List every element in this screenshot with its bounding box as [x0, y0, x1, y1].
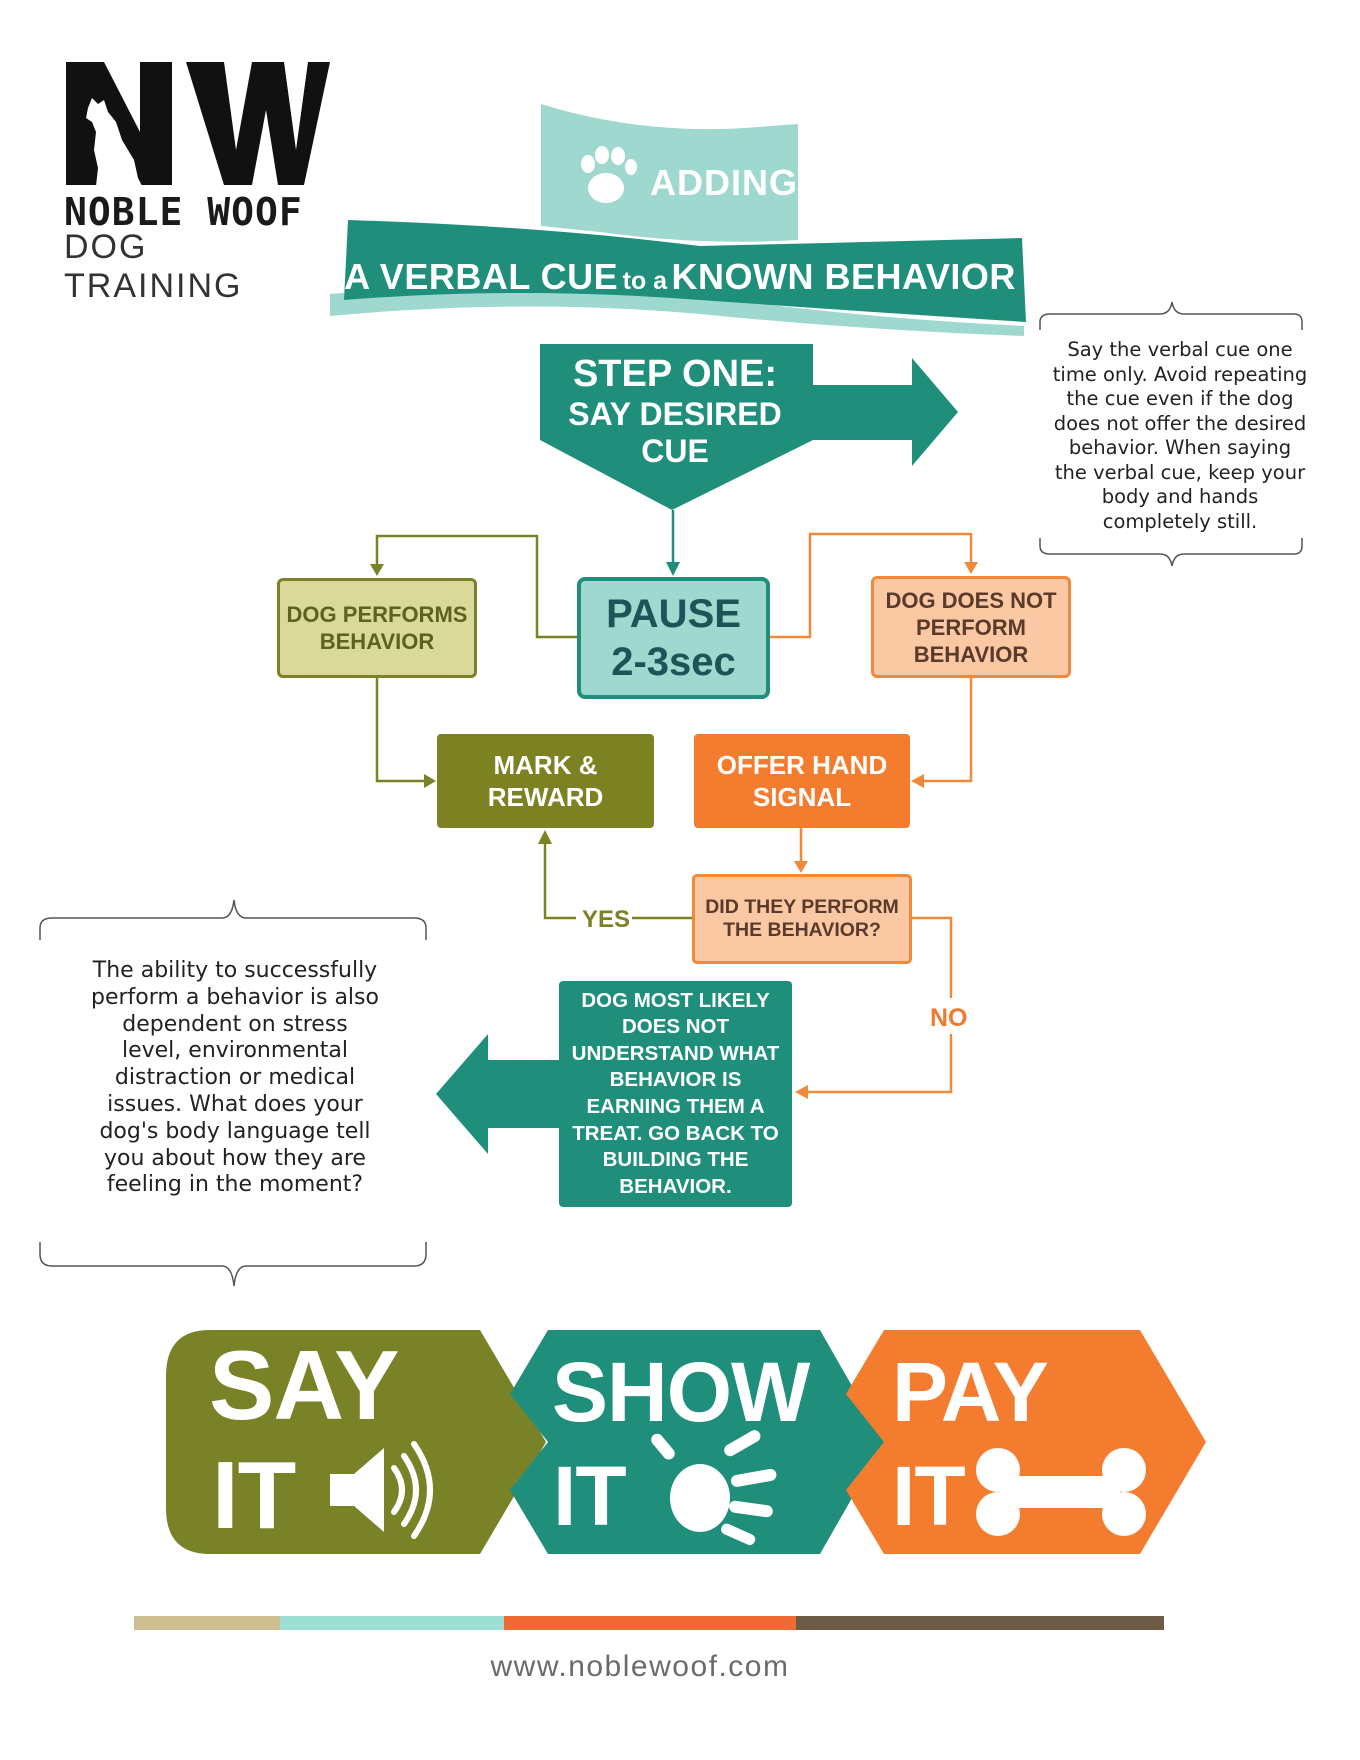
show-word: SHOW: [552, 1345, 810, 1439]
speaker-icon: [330, 1441, 433, 1539]
logo-name: NOBLE WOOF: [64, 190, 303, 234]
note-right: Say the verbal cue one time only. Avoid …: [1052, 338, 1308, 533]
box-dog-not: DOG DOES NOT PERFORM BEHAVIOR: [871, 576, 1071, 678]
show-chevron: [510, 1330, 884, 1554]
box-dog-performs: DOG PERFORMS BEHAVIOR: [277, 578, 477, 678]
banner-title-part1: A VERBAL CUE: [344, 256, 619, 297]
banner-tag: ADDING: [650, 162, 798, 203]
box-did-they: DID THEY PERFORM THE BEHAVIOR?: [692, 874, 912, 964]
step-one-label: STEP ONE: SAY DESIRED CUE: [540, 352, 810, 470]
box-mark-reward-label: MARK & REWARD: [487, 750, 604, 812]
banner-title-part2: to a: [622, 267, 668, 295]
pause-line2: 2-3sec: [611, 640, 736, 684]
pay-it-word: IT: [892, 1449, 966, 1543]
banner-underlay: [330, 285, 1024, 336]
logo-subtitle: DOG TRAINING: [64, 228, 243, 305]
banner-title-part3: KNOWN BEHAVIOR: [671, 256, 1016, 297]
box-offer-hand: OFFER HAND SIGNAL: [694, 734, 910, 828]
box-dog-performs-label: DOG PERFORMS BEHAVIOR: [286, 602, 468, 654]
connector-yes: [538, 830, 692, 920]
step-one-line1: SAY DESIRED: [568, 396, 782, 432]
say-chevron: [166, 1330, 546, 1554]
note-right-brace-top: [1039, 301, 1303, 330]
step-one-arrow-shape: [540, 344, 813, 510]
connector-not-offer: [911, 678, 973, 788]
box-likely: DOG MOST LIKELY DOES NOT UNDERSTAND WHAT…: [559, 981, 792, 1207]
connector-step-pause: [666, 510, 680, 576]
pay-word: PAY: [892, 1345, 1049, 1439]
step-one-right-arrow: [812, 358, 958, 466]
box-offer-hand-label: OFFER HAND SIGNAL: [716, 750, 888, 812]
show-it-word: IT: [553, 1449, 627, 1543]
connector-pause-performs: [370, 534, 577, 639]
hand-icon: [651, 1430, 777, 1546]
say-word: SAY: [209, 1330, 400, 1440]
box-mark-reward: MARK & REWARD: [437, 734, 654, 828]
box-did-they-label: DID THEY PERFORM THE BEHAVIOR?: [705, 895, 899, 942]
box-dog-not-label: DOG DOES NOT PERFORM BEHAVIOR: [885, 587, 1057, 667]
note-left: The ability to successfully perform a be…: [91, 958, 379, 1198]
back-arrow-shape: [436, 1034, 559, 1154]
connector-no: [795, 916, 953, 1099]
step-one-title: STEP ONE:: [572, 353, 778, 395]
paw-icon: [581, 146, 637, 203]
say-it-word: IT: [212, 1442, 296, 1549]
banner-flag: [541, 104, 798, 242]
note-right-brace-bottom: [1039, 538, 1303, 567]
box-likely-label: DOG MOST LIKELY DOES NOT UNDERSTAND WHAT…: [571, 988, 780, 1198]
footer-color-bar: [134, 1616, 1164, 1630]
bone-icon: [976, 1448, 1146, 1536]
banner-title: A VERBAL CUE to a KNOWN BEHAVIOR: [330, 256, 1030, 298]
label-no: NO: [930, 1004, 968, 1032]
dog-silhouette-icon: [86, 98, 142, 186]
label-yes: YES: [582, 906, 631, 933]
footer-url[interactable]: www.noblewoof.com: [490, 1650, 790, 1683]
pause-line1: PAUSE: [606, 592, 741, 636]
note-left-brace-top: [39, 899, 427, 940]
connector-offer-did: [794, 828, 808, 873]
step-one-line2: CUE: [641, 433, 709, 469]
box-pause: PAUSE 2-3sec: [577, 577, 770, 699]
connector-pause-not: [770, 532, 978, 639]
banner-main: [344, 220, 1026, 322]
note-left-brace-bottom: [39, 1242, 427, 1287]
logo-monogram: [66, 62, 330, 186]
connector-performs-mark: [375, 678, 436, 788]
